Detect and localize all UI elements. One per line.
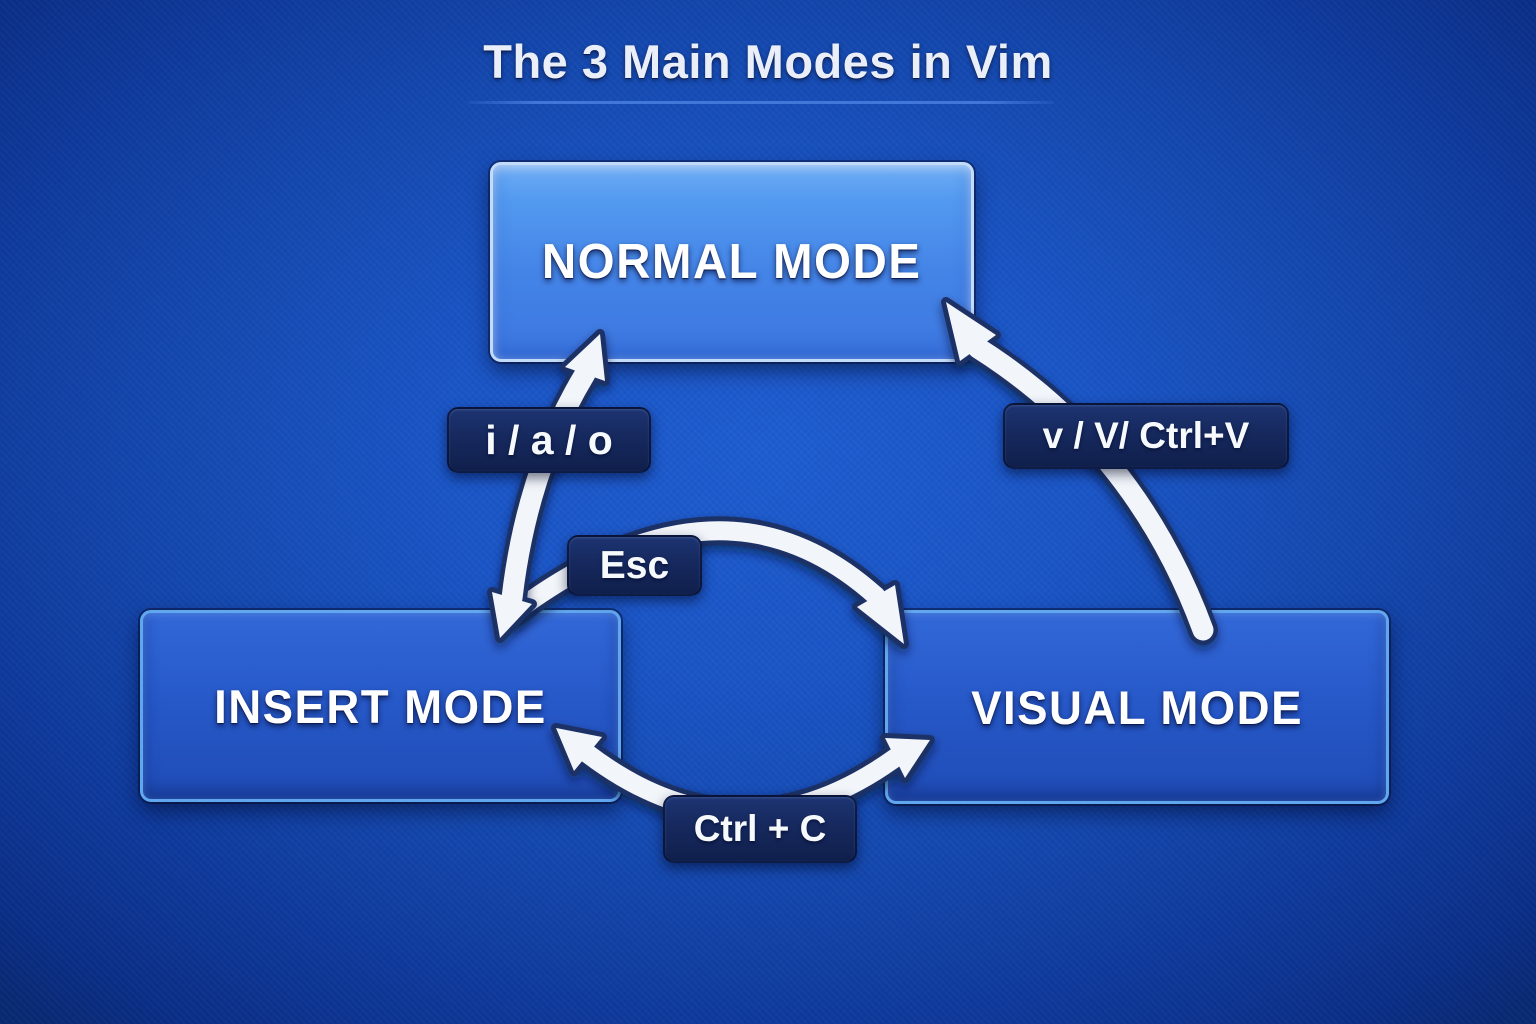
- node-normal-mode: NORMAL MODE: [490, 162, 974, 362]
- normal-mode-label: NORMAL MODE: [542, 235, 922, 289]
- edge-label-ctrl-c: Ctrl + C: [663, 795, 857, 863]
- page-title: The 3 Main Modes in Vim: [483, 35, 1053, 88]
- title-underline: [468, 101, 1054, 104]
- visual-mode-label: VISUAL MODE: [971, 680, 1303, 734]
- edge-label-i-a-o: i / a / o: [447, 407, 651, 473]
- insert-mode-label: INSERT MODE: [214, 679, 547, 733]
- node-insert-mode: INSERT MODE: [140, 610, 621, 802]
- node-visual-mode: VISUAL MODE: [885, 610, 1389, 804]
- edge-label-esc: Esc: [567, 535, 702, 596]
- edge-label-v-V-ctrlV: v / V/ Ctrl+V: [1003, 403, 1289, 469]
